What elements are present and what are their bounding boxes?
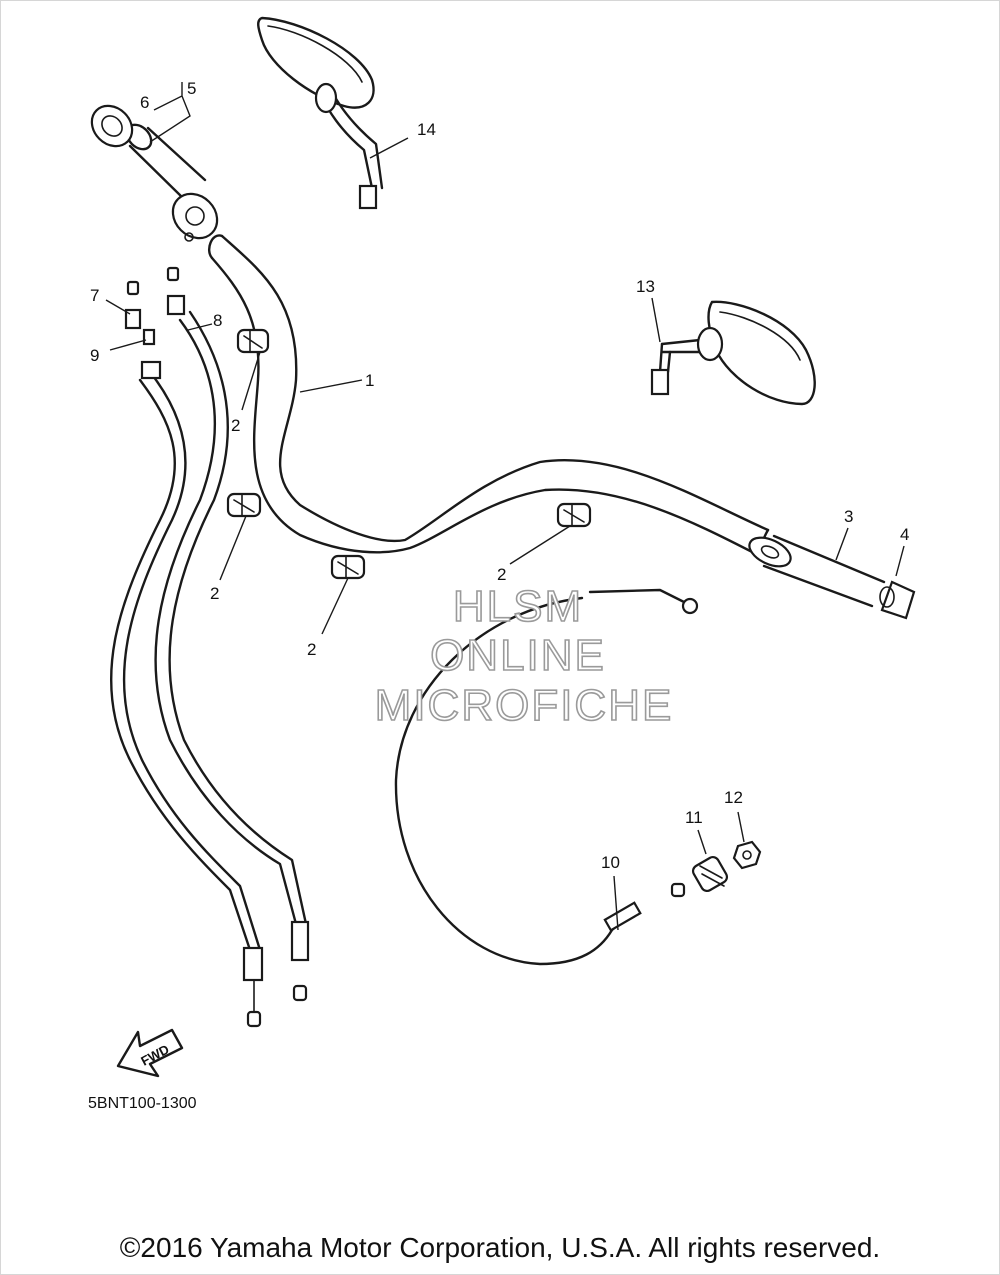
callout-5: 5: [187, 79, 196, 98]
fwd-arrow: FWD: [116, 1028, 184, 1078]
callout-2b: 2: [210, 584, 219, 603]
callout-6: 6: [140, 93, 149, 112]
adjuster[interactable]: [691, 855, 729, 893]
left-grip[interactable]: [122, 120, 226, 247]
callout-8: 8: [213, 311, 222, 330]
holder-1[interactable]: [236, 328, 270, 354]
clutch-cable[interactable]: [394, 588, 699, 966]
throttle-cable-1[interactable]: [109, 370, 264, 1028]
drawing-code: 5BNT100-1300: [88, 1095, 197, 1112]
watermark-line-2: ONLINE: [430, 631, 606, 680]
watermark-line-3: MICROFICHE: [375, 681, 674, 730]
handlebar[interactable]: [208, 234, 770, 557]
right-grip[interactable]: [745, 532, 886, 608]
cable-end-fittings[interactable]: [124, 266, 186, 380]
callout-3: 3: [844, 507, 853, 526]
callout-2c: 2: [307, 640, 316, 659]
mirror-right[interactable]: [650, 300, 816, 406]
parts-diagram: 1 2 2 2 2 3 4 5 6 7 8 9 10 11 12 13 14 H…: [84, 16, 916, 1112]
callout-labels: 1 2 2 2 2 3 4 5 6 7 8 9 10 11 12 13 14: [90, 79, 909, 872]
holder-3[interactable]: [330, 554, 366, 580]
callout-2d: 2: [497, 565, 506, 584]
callout-13: 13: [636, 277, 655, 296]
copyright-notice: ©2016 Yamaha Motor Corporation, U.S.A. A…: [119, 1232, 881, 1263]
holder-4[interactable]: [556, 502, 592, 528]
callout-14: 14: [417, 120, 436, 139]
callout-10: 10: [601, 853, 620, 872]
callout-11: 11: [685, 808, 703, 827]
throttle-cable-2[interactable]: [154, 310, 310, 1002]
callout-7: 7: [90, 286, 99, 305]
callout-1: 1: [365, 371, 374, 390]
watermark: HLSM ONLINE MICROFICHE: [374, 581, 674, 731]
watermark-line-1: HLSM: [453, 582, 583, 631]
callout-9: 9: [90, 346, 99, 365]
right-grip-end[interactable]: [879, 580, 916, 620]
callout-4: 4: [900, 525, 909, 544]
left-grip-end[interactable]: [84, 98, 141, 155]
leader-lines: [105, 82, 905, 931]
lock-nut[interactable]: [732, 840, 762, 870]
mirror-left[interactable]: [257, 16, 384, 210]
callout-12: 12: [724, 788, 743, 807]
callout-2a: 2: [231, 416, 240, 435]
holder-2[interactable]: [226, 492, 262, 518]
